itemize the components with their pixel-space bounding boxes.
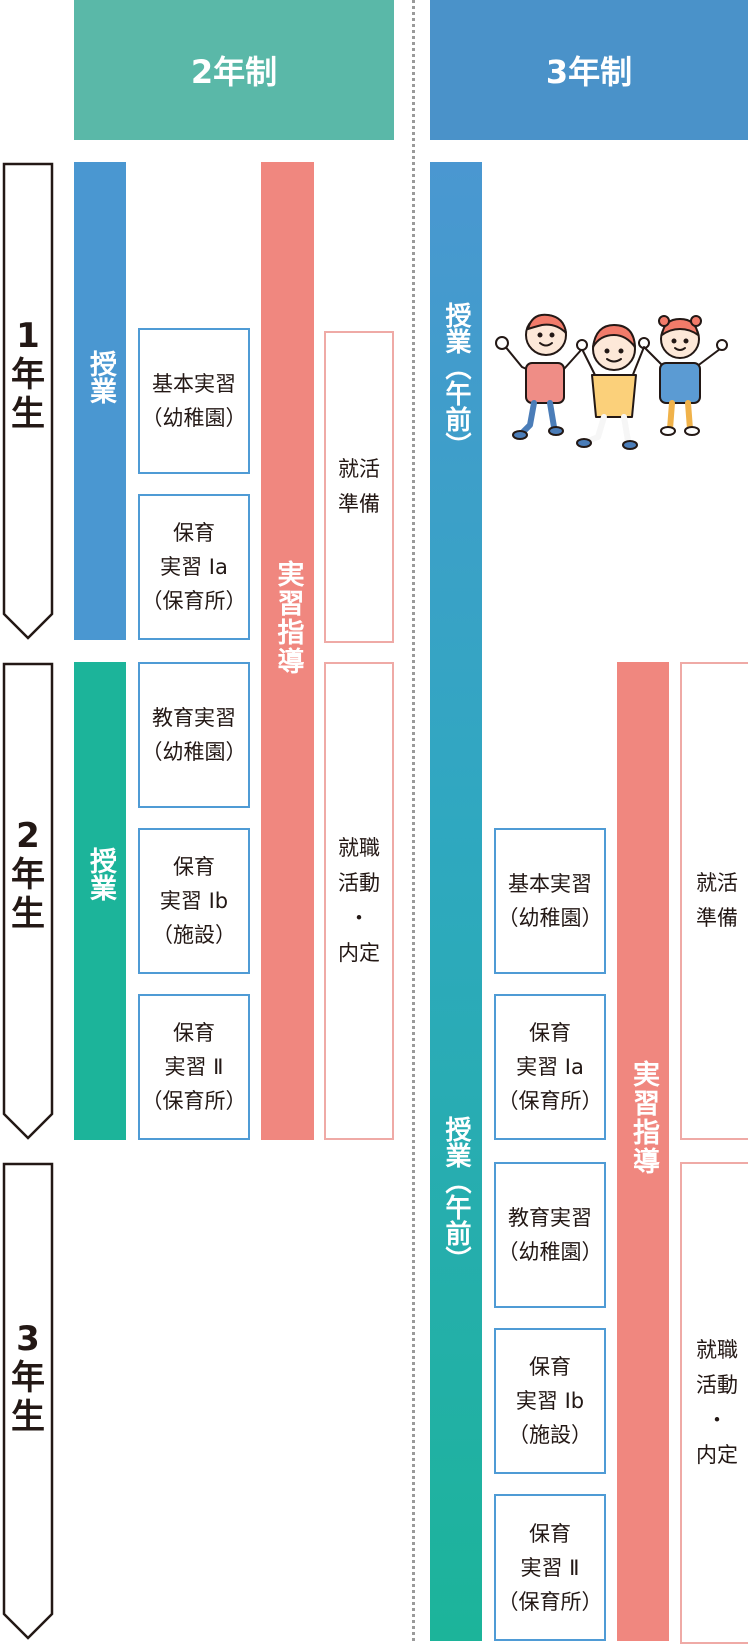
three-year-guidance-bar: 実習指導 bbox=[617, 662, 669, 1641]
year-1-arrow: 1 年 生 bbox=[2, 162, 54, 640]
year-3-arrow: 3 年 生 bbox=[2, 1162, 54, 1641]
two-year-job-prep: 就活 準備 bbox=[324, 331, 394, 643]
two-year-box-hoiku-1a: 保育 実習 Ⅰa （保育所） bbox=[138, 494, 250, 640]
year-2-label: 2 年 生 bbox=[11, 816, 45, 934]
three-year-box-hoiku-1b: 保育 実習 Ⅰb （施設） bbox=[494, 1328, 606, 1474]
two-year-box-hoiku-1b: 保育 実習 Ⅰb （施設） bbox=[138, 828, 250, 974]
three-year-job-hunt: 就職 活動 ・ 内定 bbox=[680, 1162, 748, 1644]
year-2-arrow: 2 年 生 bbox=[2, 662, 54, 1140]
three-year-class-label-top: 授業（午前） bbox=[441, 302, 471, 458]
two-year-box-hoiku-2: 保育 実習 Ⅱ （保育所） bbox=[138, 994, 250, 1140]
child-left-icon bbox=[495, 313, 583, 440]
three-year-job-prep: 就活 準備 bbox=[680, 662, 748, 1140]
three-year-class-bar: 授業（午前） 授業（午前） bbox=[430, 162, 482, 1641]
two-year-class-bar-year1: 授業 bbox=[74, 162, 126, 640]
two-year-job-hunt: 就職 活動 ・ 内定 bbox=[324, 662, 394, 1140]
two-year-header: 2年制 bbox=[74, 0, 394, 140]
three-year-box-hoiku-2: 保育 実習 Ⅱ （保育所） bbox=[494, 1494, 606, 1641]
child-middle-icon bbox=[576, 324, 650, 450]
two-year-guidance-bar: 実習指導 bbox=[261, 162, 314, 1140]
two-year-box-education: 教育実習 （幼稚園） bbox=[138, 662, 250, 808]
two-year-class-label-year2: 授業 bbox=[85, 847, 116, 901]
children-illustration bbox=[495, 313, 728, 450]
two-year-class-bar-year2: 授業 bbox=[74, 662, 126, 1140]
two-year-guidance-label: 実習指導 bbox=[272, 560, 304, 676]
three-year-box-basic: 基本実習 （幼稚園） bbox=[494, 828, 606, 974]
year-3-label: 3 年 生 bbox=[11, 1319, 45, 1437]
three-year-guidance-label: 実習指導 bbox=[628, 1060, 659, 1176]
child-right-icon bbox=[643, 315, 728, 436]
three-year-header: 3年制 bbox=[430, 0, 748, 140]
column-divider bbox=[412, 0, 415, 1641]
three-year-header-label: 3年制 bbox=[545, 53, 633, 91]
two-year-header-label: 2年制 bbox=[190, 53, 278, 91]
two-year-class-label-year1: 授業 bbox=[85, 350, 116, 404]
three-year-class-label-bottom: 授業（午前） bbox=[441, 1116, 471, 1272]
three-year-box-education: 教育実習 （幼稚園） bbox=[494, 1162, 606, 1308]
year-1-label: 1 年 生 bbox=[11, 316, 45, 434]
two-year-box-basic: 基本実習 （幼稚園） bbox=[138, 328, 250, 474]
three-year-box-hoiku-1a: 保育 実習 Ⅰa （保育所） bbox=[494, 994, 606, 1140]
